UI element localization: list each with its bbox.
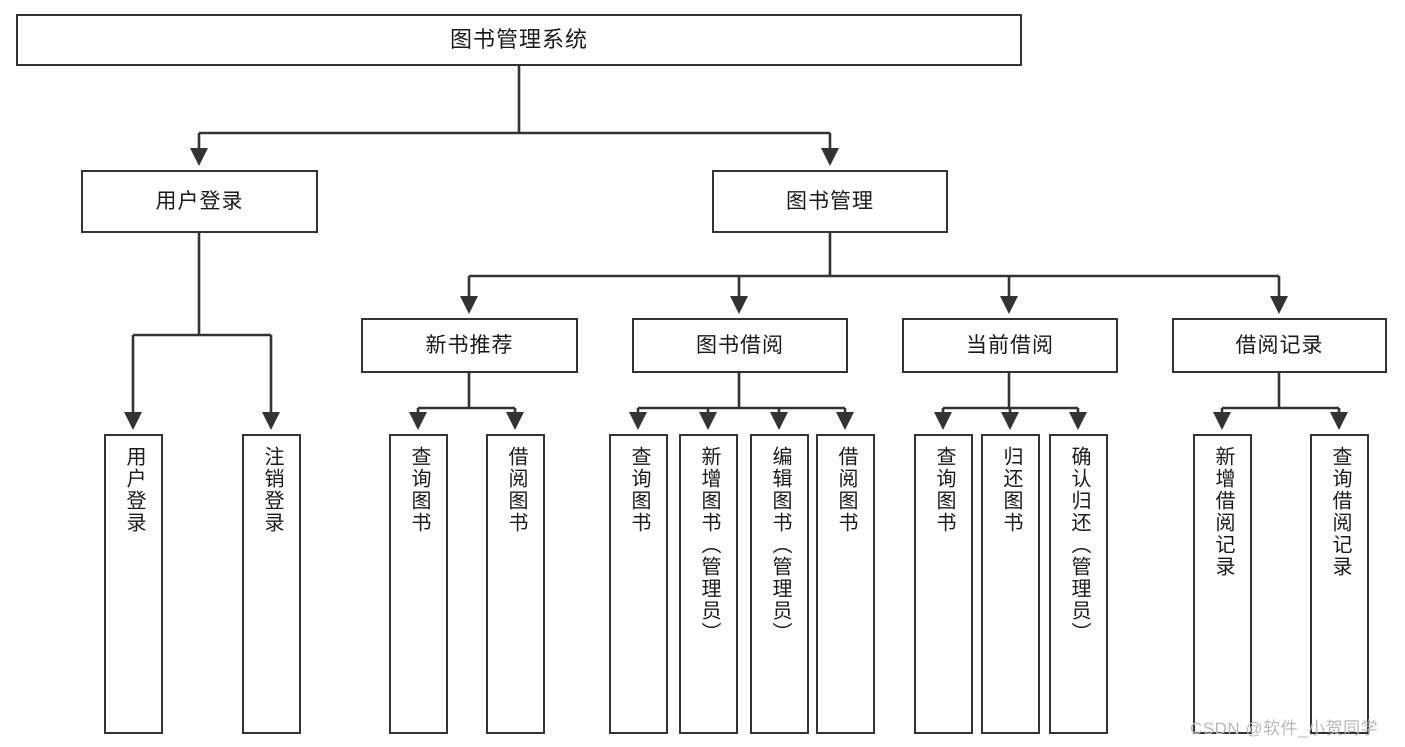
node-current-borrow[interactable]: 当前借阅 (902, 318, 1118, 373)
leaf-borrow-add-book-admin[interactable]: 新增图书（管理员） (679, 434, 738, 734)
leaf-current-return-book[interactable]: 归还图书 (981, 434, 1040, 734)
node-label: 查询借阅记录 (1329, 446, 1351, 578)
node-borrow-record[interactable]: 借阅记录 (1172, 318, 1387, 373)
node-label: 新书推荐 (425, 333, 514, 357)
leaf-record-query-record[interactable]: 查询借阅记录 (1310, 434, 1369, 734)
leaf-current-confirm-return-admin[interactable]: 确认归还（管理员） (1049, 434, 1108, 734)
leaf-user-login-signout[interactable]: 注销登录 (242, 434, 301, 734)
node-label: 查询图书 (933, 446, 955, 534)
node-label: 借阅记录 (1235, 333, 1324, 357)
node-label: 新增图书（管理员） (698, 446, 720, 644)
node-label: 用户登录 (155, 189, 244, 213)
node-label: 注销登录 (261, 446, 283, 534)
node-label: 用户登录 (123, 446, 145, 534)
node-book-borrow[interactable]: 图书借阅 (632, 318, 848, 373)
leaf-borrow-query-book[interactable]: 查询图书 (609, 434, 668, 734)
leaf-record-add-record[interactable]: 新增借阅记录 (1193, 434, 1252, 734)
node-label: 确认归还（管理员） (1068, 446, 1090, 644)
node-label: 查询图书 (408, 446, 430, 534)
node-label: 当前借阅 (966, 333, 1054, 357)
node-label: 归还图书 (1000, 446, 1022, 534)
node-label: 图书管理系统 (449, 26, 588, 52)
node-label: 编辑图书（管理员） (769, 446, 791, 644)
node-label: 借阅图书 (505, 446, 527, 534)
leaf-recommend-query-book[interactable]: 查询图书 (389, 434, 448, 734)
node-label: 图书管理 (786, 189, 874, 213)
node-user-login[interactable]: 用户登录 (81, 170, 318, 233)
node-label: 借阅图书 (835, 446, 857, 534)
leaf-current-query-book[interactable]: 查询图书 (914, 434, 973, 734)
node-root-system[interactable]: 图书管理系统 (16, 14, 1022, 66)
leaf-recommend-borrow-book[interactable]: 借阅图书 (486, 434, 545, 734)
node-new-book-recommend[interactable]: 新书推荐 (361, 318, 578, 373)
leaf-borrow-borrow-book[interactable]: 借阅图书 (816, 434, 875, 734)
leaf-borrow-edit-book-admin[interactable]: 编辑图书（管理员） (750, 434, 809, 734)
node-label: 新增借阅记录 (1212, 446, 1234, 578)
node-label: 图书借阅 (696, 333, 784, 357)
csdn-watermark: CSDN @软件_小贺同学 (1190, 719, 1379, 738)
node-book-management[interactable]: 图书管理 (712, 170, 948, 233)
leaf-user-login-signin[interactable]: 用户登录 (104, 434, 163, 734)
node-label: 查询图书 (628, 446, 650, 534)
